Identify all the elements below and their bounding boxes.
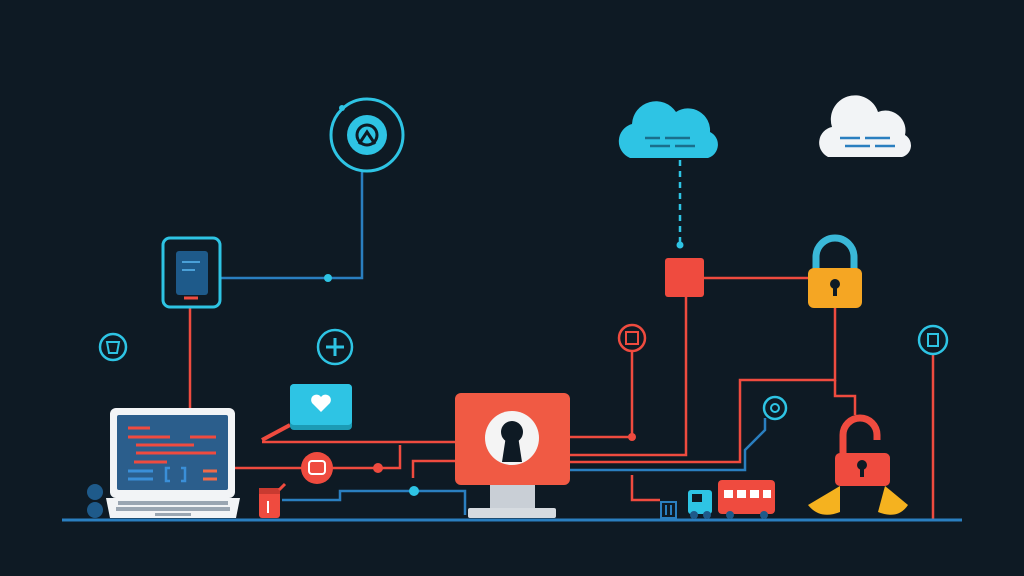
server-block-icon[interactable]	[301, 452, 333, 484]
keyhole-monitor-icon[interactable]	[455, 393, 570, 518]
laptop-icon[interactable]	[106, 408, 240, 518]
plus-icon[interactable]	[316, 328, 354, 366]
connector-dots	[324, 241, 684, 496]
heart-message-icon[interactable]	[290, 384, 352, 430]
red-server-block[interactable]	[665, 258, 704, 297]
cloud-icon-white[interactable]	[819, 95, 911, 157]
document-icon[interactable]	[917, 324, 949, 356]
tablet-icon[interactable]	[161, 236, 222, 309]
trash-icon	[660, 501, 677, 519]
spiral-icon-blue[interactable]	[762, 395, 788, 421]
cloud-icon[interactable]	[618, 101, 718, 158]
padlock-unlocked-icon[interactable]	[808, 414, 908, 515]
spiral-icon[interactable]	[617, 323, 647, 353]
shield-badge-icon[interactable]	[98, 332, 128, 362]
bus-icon	[718, 480, 775, 519]
connector-lines	[62, 160, 962, 522]
truck-icon	[688, 490, 712, 519]
padlock-locked-icon[interactable]	[808, 234, 862, 308]
headset-support-icon[interactable]	[329, 97, 405, 173]
jar-icon	[259, 482, 287, 518]
small-blue-buttons	[87, 484, 103, 518]
